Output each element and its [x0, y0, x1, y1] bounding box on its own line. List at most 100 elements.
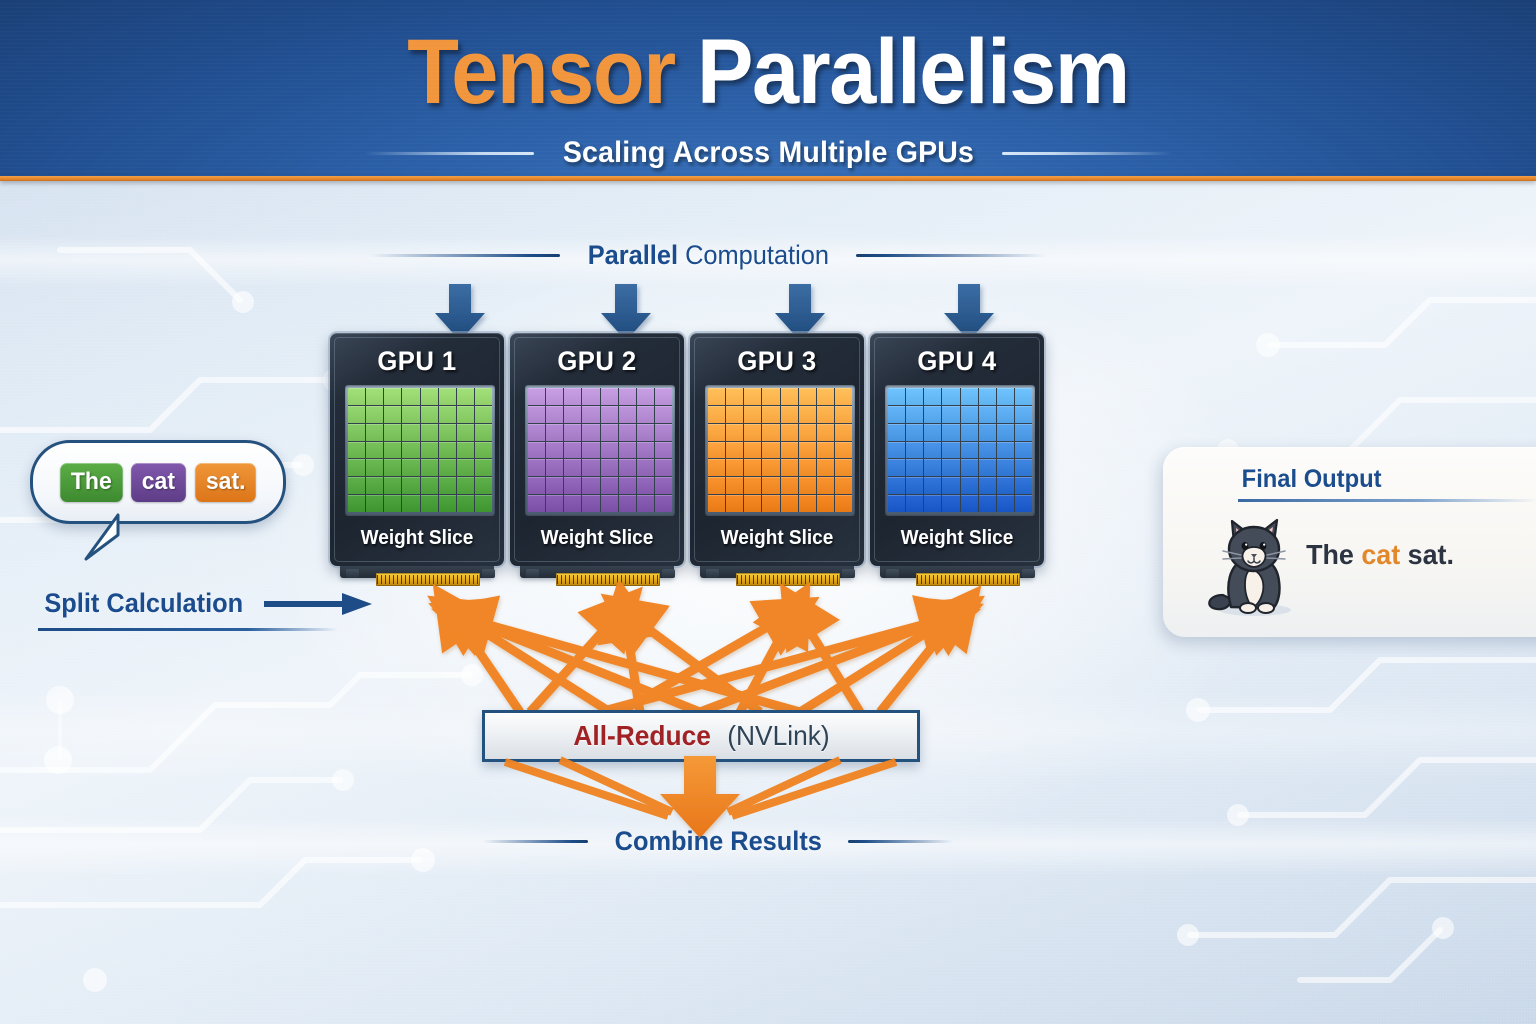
- weight-cell: [636, 441, 654, 459]
- weight-cell: [762, 388, 780, 405]
- weight-cell: [564, 495, 582, 512]
- weight-cell: [888, 388, 906, 405]
- mesh-arrow-3: [428, 597, 702, 717]
- token-chip-3[interactable]: sat.: [195, 462, 257, 502]
- weight-cell: [816, 459, 834, 477]
- weight-cell: [366, 388, 384, 405]
- weight-cell: [366, 459, 384, 477]
- split-calculation-underline: [38, 628, 338, 631]
- mesh-arrow-4: [431, 595, 802, 717]
- weight-cell: [348, 477, 366, 495]
- weight-cell: [654, 405, 672, 423]
- split-calculation-arrow: [263, 592, 372, 615]
- weight-cell: [942, 388, 960, 405]
- gpu-3-weight-slice-label: Weight Slice: [720, 527, 834, 549]
- weight-cell: [384, 495, 402, 512]
- weight-cell: [762, 423, 780, 441]
- weight-cell: [726, 441, 744, 459]
- weight-cell: [546, 423, 564, 441]
- weight-cell: [888, 477, 906, 495]
- weight-cell: [582, 405, 600, 423]
- weight-cell: [384, 388, 402, 405]
- weight-cell: [726, 388, 744, 405]
- gpu-card-3[interactable]: GPU 3 Weight Slice: [690, 333, 864, 566]
- weight-cell: [564, 441, 582, 459]
- weight-cell: [834, 423, 852, 441]
- weight-cell: [618, 423, 636, 441]
- weight-cell: [474, 495, 492, 512]
- mesh-arrow-6: [597, 578, 660, 713]
- weight-cell: [654, 441, 672, 459]
- weight-cell: [402, 423, 420, 441]
- mesh-arrow-14: [598, 595, 982, 717]
- weight-cell: [420, 388, 438, 405]
- weight-cell: [834, 405, 852, 423]
- weight-cell: [798, 495, 816, 512]
- weight-cell: [834, 388, 852, 405]
- mesh-arrow-7: [600, 593, 763, 716]
- weight-cell: [996, 405, 1014, 423]
- weight-cell: [816, 405, 834, 423]
- weight-cell: [906, 477, 924, 495]
- weight-cell: [438, 459, 456, 477]
- weight-cell: [1014, 423, 1032, 441]
- weight-cell: [960, 388, 978, 405]
- weight-cell: [384, 423, 402, 441]
- gpu-4-tab-left: [886, 569, 899, 578]
- weight-cell: [474, 388, 492, 405]
- final-output-sentence: The cat sat.: [1306, 539, 1454, 571]
- gpu-2-weight-grid: [528, 388, 672, 512]
- gpu-4-grid-bezel: [885, 385, 1035, 515]
- weight-cell: [744, 495, 762, 512]
- weight-cell: [348, 405, 366, 423]
- token-chip-2[interactable]: cat: [131, 462, 186, 502]
- all-reduce-label: All-Reduce: [573, 720, 712, 751]
- weight-cell: [654, 388, 672, 405]
- weight-cell: [888, 423, 906, 441]
- weight-cell: [762, 495, 780, 512]
- token-chip-1[interactable]: The: [59, 462, 123, 502]
- weight-cell: [960, 405, 978, 423]
- gpu-3-title: GPU 3: [737, 346, 817, 376]
- gpu-3-weight-grid: [708, 388, 852, 512]
- final-output-panel[interactable]: Final Output: [1163, 447, 1536, 637]
- weight-cell: [798, 423, 816, 441]
- gpu-card-2[interactable]: GPU 2 Weight Slice: [510, 333, 684, 566]
- weight-cell: [798, 441, 816, 459]
- weight-cell: [924, 495, 942, 512]
- weight-cell: [816, 423, 834, 441]
- weight-cell: [906, 423, 924, 441]
- weight-cell: [420, 441, 438, 459]
- weight-cell: [654, 423, 672, 441]
- weight-cell: [924, 477, 942, 495]
- input-speech-bubble[interactable]: The cat sat.: [30, 440, 286, 524]
- weight-cell: [978, 423, 996, 441]
- weight-cell: [600, 441, 618, 459]
- weight-cell: [546, 405, 564, 423]
- weight-cell: [978, 495, 996, 512]
- mesh-arrow-11: [876, 585, 982, 715]
- combine-rule-left: [482, 840, 588, 843]
- weight-cell: [942, 495, 960, 512]
- weight-cell: [636, 388, 654, 405]
- weight-cell: [366, 441, 384, 459]
- weight-cell: [888, 441, 906, 459]
- label-rule-right: [856, 254, 1047, 257]
- weight-cell: [906, 459, 924, 477]
- weight-cell: [636, 459, 654, 477]
- weight-cell: [978, 459, 996, 477]
- gpu-row: GPU 1 Weight Slice GPU 2 Weight Slice GP…: [330, 333, 1050, 586]
- weight-cell: [744, 459, 762, 477]
- all-reduce-bar[interactable]: All-Reduce (NVLink): [482, 710, 920, 762]
- weight-cell: [924, 405, 942, 423]
- weight-cell: [528, 423, 546, 441]
- mesh-arrow-10: [617, 596, 820, 716]
- weight-cell: [780, 495, 798, 512]
- gpu-card-4[interactable]: GPU 4 Weight Slice: [870, 333, 1044, 566]
- gpu-card-1[interactable]: GPU 1 Weight Slice: [330, 333, 504, 566]
- weight-cell: [528, 495, 546, 512]
- weight-cell: [1014, 405, 1032, 423]
- subtitle-rule-left: [363, 151, 534, 155]
- weight-cell: [420, 405, 438, 423]
- weight-cell: [528, 388, 546, 405]
